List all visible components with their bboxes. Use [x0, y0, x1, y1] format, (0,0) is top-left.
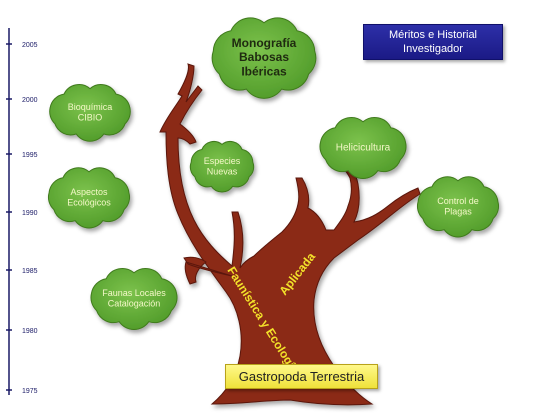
cloud-shape [319, 117, 407, 180]
timeline: 1975 1980 1985 1990 1995 2000 2005 [6, 28, 38, 395]
cloud-label-helicicultura: Helicicultura [336, 143, 391, 154]
cloud-label-bioquimica: CIBIO [78, 113, 103, 123]
cloud-label-monografia: Monografía [232, 36, 297, 50]
cloud-label-bioquimica: Bioquímica [68, 102, 113, 112]
trunk-shape [159, 63, 421, 406]
cloud-shape [48, 167, 130, 229]
timeline-tick-label: 1975 [22, 388, 38, 395]
cloud-label-faunas: Faunas Locales [102, 288, 166, 298]
left-low-branch [183, 256, 233, 285]
cloud-shape [90, 268, 178, 331]
timeline-tick-label: 1985 [22, 268, 38, 275]
cloud-shape [49, 84, 131, 142]
timeline-tick-label: 1995 [22, 152, 38, 159]
timeline-tick-label: 2000 [22, 97, 38, 104]
cloud-helicicultura: Helicicultura [319, 117, 407, 180]
tree-trunk [159, 63, 421, 406]
cloud-label-aspectos: Ecológicos [67, 198, 111, 208]
timeline-tick-label: 2005 [22, 42, 38, 49]
cloud-shape [189, 141, 255, 193]
cloud-shape [211, 17, 317, 99]
topic-clouds: MonografíaBabosasIbéricasBioquímicaCIBIO… [48, 17, 499, 331]
cloud-label-monografia: Babosas [239, 50, 289, 64]
title-line-1: Méritos e Historial [388, 29, 478, 41]
title-line-2: Investigador [403, 43, 463, 55]
cloud-label-faunas: Catalogación [108, 299, 161, 309]
cloud-label-aspectos: Aspectos [70, 187, 108, 197]
cloud-label-control: Control de [437, 196, 479, 206]
cloud-label-monografia: Ibéricas [241, 65, 287, 79]
base-label: Gastropoda Terrestria [225, 364, 378, 389]
cloud-label-especies: Especies [204, 156, 241, 166]
cloud-label-control: Plagas [444, 207, 472, 217]
cloud-shape [417, 176, 499, 238]
timeline-tick-label: 1990 [22, 210, 38, 217]
timeline-tick-label: 1980 [22, 328, 38, 335]
title-box: Méritos e Historial Investigador [363, 24, 503, 60]
cloud-label-especies: Nuevas [207, 167, 238, 177]
